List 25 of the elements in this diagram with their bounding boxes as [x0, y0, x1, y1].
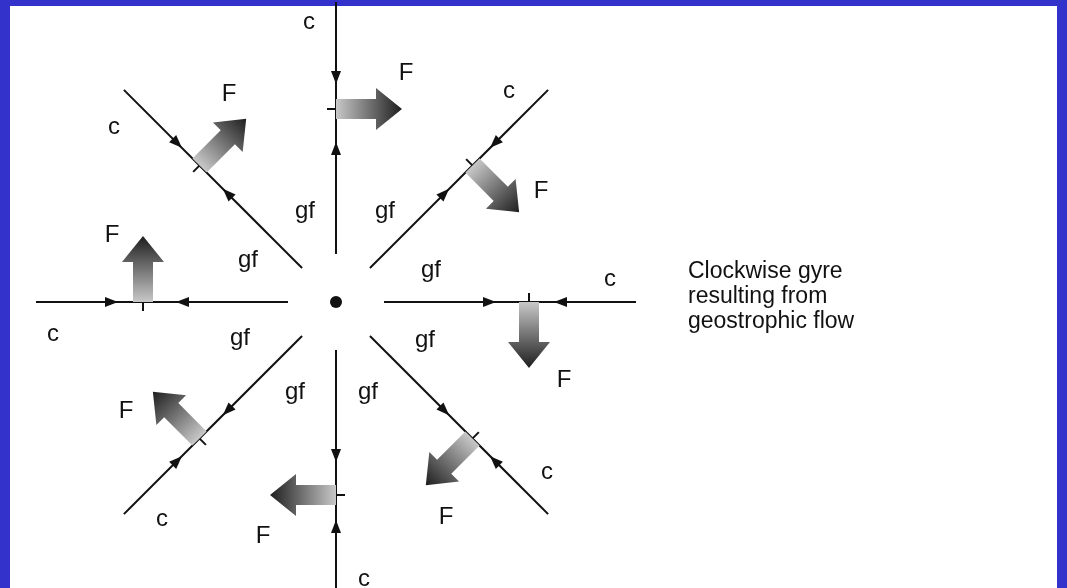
vector-label: F	[556, 367, 572, 391]
vector-label: F	[533, 178, 549, 202]
vector-label: c	[604, 266, 616, 290]
vector-label: c	[503, 78, 515, 102]
vector-label: gf	[295, 198, 315, 222]
vector-label: F	[398, 60, 414, 84]
vector-label: F	[104, 222, 120, 246]
vector-label: gf	[375, 198, 395, 222]
vector-label: c	[108, 114, 120, 138]
vector-label: c	[541, 459, 553, 483]
vector-label: F	[118, 398, 134, 422]
caption: Clockwise gyre resulting from geostrophic flow	[688, 258, 856, 333]
vector-label: gf	[415, 327, 435, 351]
vector-label: c	[156, 506, 168, 530]
vector-label: gf	[358, 379, 378, 403]
vector-label: c	[47, 321, 59, 345]
vector-label: F	[221, 81, 237, 105]
vector-label: gf	[230, 325, 250, 349]
vector-label: gf	[421, 257, 441, 281]
vector-label: gf	[285, 379, 305, 403]
vector-label: c	[358, 566, 370, 588]
vector-label: gf	[238, 247, 258, 271]
vector-label: F	[255, 523, 271, 547]
vector-label: F	[438, 504, 454, 528]
vector-label: c	[303, 9, 315, 33]
